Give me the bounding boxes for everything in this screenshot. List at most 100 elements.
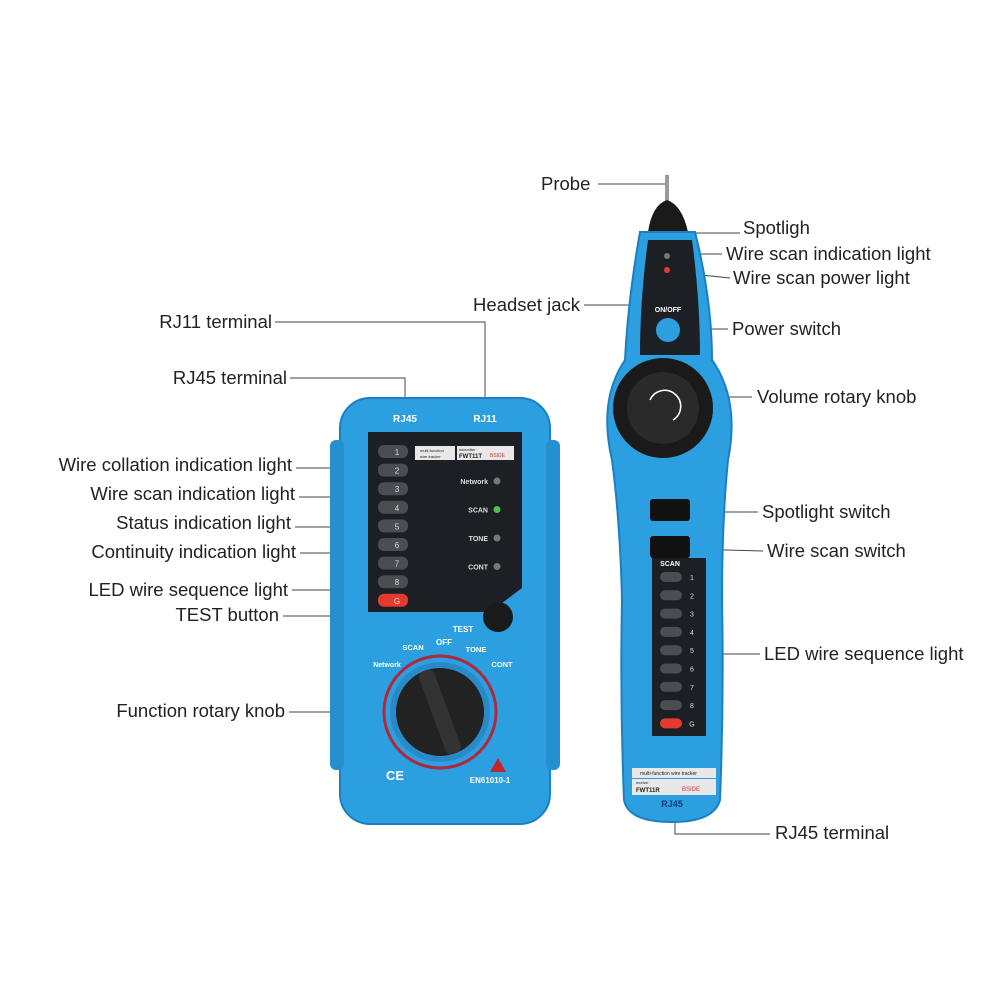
tx-led-1 xyxy=(378,445,408,458)
tx-led-number: 6 xyxy=(395,541,400,550)
tx-led-number: 1 xyxy=(395,448,400,457)
warning-icon xyxy=(490,758,506,772)
tag-line-2: wire tracker xyxy=(420,454,441,459)
indicator-light xyxy=(493,534,501,542)
mode-tone: TONE xyxy=(466,645,487,654)
mode-off: OFF xyxy=(436,638,452,647)
wire-scan-light xyxy=(664,253,670,259)
label-function-knob: Function rotary knob xyxy=(116,700,285,721)
receiver-model: FWT11R xyxy=(636,788,660,794)
rj45-port-label: RJ45 xyxy=(393,414,417,425)
tag-label xyxy=(415,446,455,460)
tx-led-number: 5 xyxy=(395,522,400,531)
indicator-light xyxy=(493,506,501,513)
rx-led-7 xyxy=(660,681,682,692)
tag-line-1: multi-function xyxy=(420,448,444,453)
test-label: TEST xyxy=(453,625,474,634)
rj11-port-label: RJ11 xyxy=(473,414,497,425)
tx-led-number: 7 xyxy=(395,560,400,569)
label-rx-wire-scan-light: Wire scan indication light xyxy=(726,243,931,264)
transmitter: RJ45 RJ11 1 2 3 4 5 6 7 8G multi-function wire … xyxy=(330,397,560,825)
label-test-button: TEST button xyxy=(175,604,279,625)
wire-scan-switch[interactable] xyxy=(650,536,690,558)
rx-led-number: 8 xyxy=(690,703,694,710)
tx-led-number: 2 xyxy=(395,467,400,476)
rx-led-8 xyxy=(660,700,682,711)
label-spotlight: Spotligh xyxy=(743,217,810,238)
power-light xyxy=(664,267,670,273)
tx-led-2 xyxy=(378,463,408,477)
rx-led-1 xyxy=(660,572,682,582)
rx-led-number: 1 xyxy=(690,575,694,582)
standard-label: EN61010-1 xyxy=(470,776,511,785)
label-rj45: RJ45 terminal xyxy=(172,367,287,388)
tx-led-6 xyxy=(378,538,408,551)
power-switch[interactable] xyxy=(656,318,680,342)
label-wire-collation: Wire collation indication light xyxy=(58,454,292,475)
tx-led-7 xyxy=(378,556,408,570)
brand-logo: BSIDE xyxy=(490,453,506,459)
rx-led-2 xyxy=(660,590,682,601)
label-wire-scan-switch: Wire scan switch xyxy=(767,540,906,561)
label-rx-rj45: RJ45 terminal xyxy=(775,822,890,843)
label-tx-led-sequence: LED wire sequence light xyxy=(88,579,289,600)
model-caption: transmitter xyxy=(459,448,476,452)
label-volume-knob: Volume rotary knob xyxy=(757,386,917,407)
label-status-light: Status indication light xyxy=(116,512,291,533)
label-tx-wire-scan-light: Wire scan indication light xyxy=(90,483,295,504)
indicator-label: CONT xyxy=(468,565,489,572)
model-label xyxy=(457,446,514,460)
rx-led-6 xyxy=(660,663,682,674)
on-off-label: ON/OFF xyxy=(655,307,682,314)
label-spotlight-switch: Spotlight switch xyxy=(762,501,891,522)
indicator-label: Network xyxy=(460,479,488,486)
rx-led-4 xyxy=(660,626,682,637)
probe-tip xyxy=(665,175,669,203)
indicator-label: SCAN xyxy=(468,508,488,515)
tx-led-4 xyxy=(378,500,408,514)
rx-led-3 xyxy=(660,608,682,619)
rx-led-5 xyxy=(660,645,682,656)
label-probe: Probe xyxy=(541,173,591,194)
tx-led-8 xyxy=(378,575,408,589)
test-button[interactable] xyxy=(483,602,513,632)
receiver-brand: BSIDE xyxy=(682,787,700,793)
rx-led-number: 3 xyxy=(690,612,694,619)
tx-led-number: G xyxy=(394,597,400,606)
receiver: ON/OFF SCAN 1 2 3 4 5 6 7 8G multi-function wir… xyxy=(606,175,733,824)
indicator-label: TONE xyxy=(469,536,489,543)
indicator-light xyxy=(493,477,501,485)
scan-label: SCAN xyxy=(660,561,680,568)
receiver-port-label: RJ45 xyxy=(661,799,683,809)
label-continuity-light: Continuity indication light xyxy=(91,541,296,562)
receiver-tag-line: multi-function wire tracker xyxy=(640,771,697,777)
label-headset-jack: Headset jack xyxy=(473,294,580,315)
tx-led-5 xyxy=(378,519,408,533)
indicator-light xyxy=(493,563,501,570)
label-power-switch: Power switch xyxy=(732,318,841,339)
tx-led-number: 8 xyxy=(395,578,400,587)
label-rx-power-light: Wire scan power light xyxy=(733,267,910,288)
label-rx-led-sequence: LED wire sequence light xyxy=(764,643,964,664)
ce-mark: CE xyxy=(386,768,404,783)
tx-led-G xyxy=(378,593,408,607)
label-rj11: RJ11 terminal xyxy=(159,311,272,332)
rx-led-number: G xyxy=(689,721,694,728)
tx-led-3 xyxy=(378,482,408,496)
rx-led-number: 4 xyxy=(690,630,694,637)
receiver-top-panel xyxy=(640,240,700,355)
rx-led-number: 6 xyxy=(690,667,694,674)
tx-led-number: 3 xyxy=(395,485,400,494)
tx-led-number: 4 xyxy=(395,504,400,513)
mode-cont: CONT xyxy=(491,660,513,669)
model-number: FWT11T xyxy=(459,454,482,460)
mode-scan: SCAN xyxy=(402,643,423,652)
mode-network: Network xyxy=(373,662,401,669)
spotlight-switch[interactable] xyxy=(650,499,690,521)
receiver-model-caption: receiver xyxy=(636,781,649,785)
rx-led-number: 2 xyxy=(690,593,694,600)
rx-led-number: 7 xyxy=(690,685,694,692)
rx-led-number: 5 xyxy=(690,648,694,655)
